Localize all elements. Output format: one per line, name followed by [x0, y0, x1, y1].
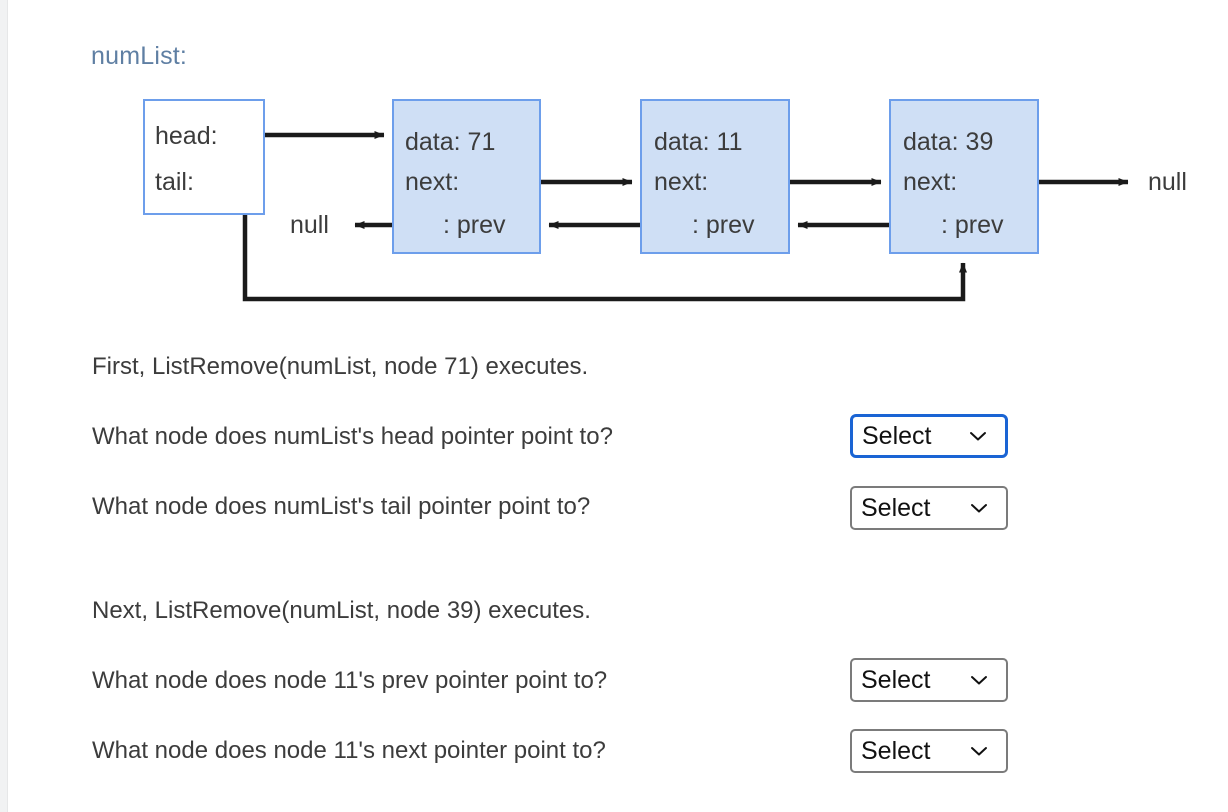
head-pointer-select[interactable]: Select [850, 414, 1008, 458]
question-1-text: What node does numList's head pointer po… [92, 423, 613, 450]
linked-list-diagram: numList: head: [0, 0, 1228, 330]
list-node-71 [392, 99, 541, 254]
node-39-data-label: data: 39 [903, 128, 994, 156]
numlist-pointer-box [143, 99, 265, 215]
node-71-next-label: next: [405, 168, 460, 196]
tail-pointer-select-value: Select [861, 493, 931, 522]
node-11-next-select-value: Select [861, 736, 931, 765]
chevron-down-icon [971, 747, 987, 756]
tail-pointer-arrow [228, 179, 967, 302]
head-label: head: [155, 122, 218, 150]
question-3-text: What node does node 11's prev pointer po… [92, 667, 608, 694]
list-node-11 [640, 99, 790, 254]
list-node-39 [889, 99, 1039, 254]
chevron-down-icon [971, 676, 987, 685]
node-11-prev-select-value: Select [861, 665, 931, 694]
head-pointer-select-value: Select [862, 421, 932, 450]
diagram-title: numList: [91, 42, 188, 70]
node-71-data-label: data: 71 [405, 128, 496, 156]
null-right-label: null [1148, 168, 1187, 196]
question-2-text: What node does numList's tail pointer po… [92, 493, 591, 520]
node-11-data-label: data: 11 [654, 128, 743, 156]
node-11-next-label: next: [654, 168, 709, 196]
node-11-prev-label: : prev [692, 211, 755, 239]
node-11-prev-select[interactable]: Select [850, 658, 1008, 702]
question-4-text: What node does node 11's next pointer po… [92, 737, 606, 764]
chevron-down-icon [970, 432, 986, 441]
tail-label: tail: [155, 168, 194, 196]
null-left-label: null [290, 211, 329, 239]
node-39-prev-label: : prev [941, 211, 1004, 239]
step-2-statement: Next, ListRemove(numList, node 39) execu… [92, 597, 591, 624]
chevron-down-icon [971, 504, 987, 513]
node-71-prev-label: : prev [443, 211, 506, 239]
page-left-edge-strip [0, 0, 8, 812]
node-11-next-select[interactable]: Select [850, 729, 1008, 773]
node-39-next-label: next: [903, 168, 958, 196]
step-1-statement: First, ListRemove(numList, node 71) exec… [92, 353, 589, 380]
tail-pointer-select[interactable]: Select [850, 486, 1008, 530]
